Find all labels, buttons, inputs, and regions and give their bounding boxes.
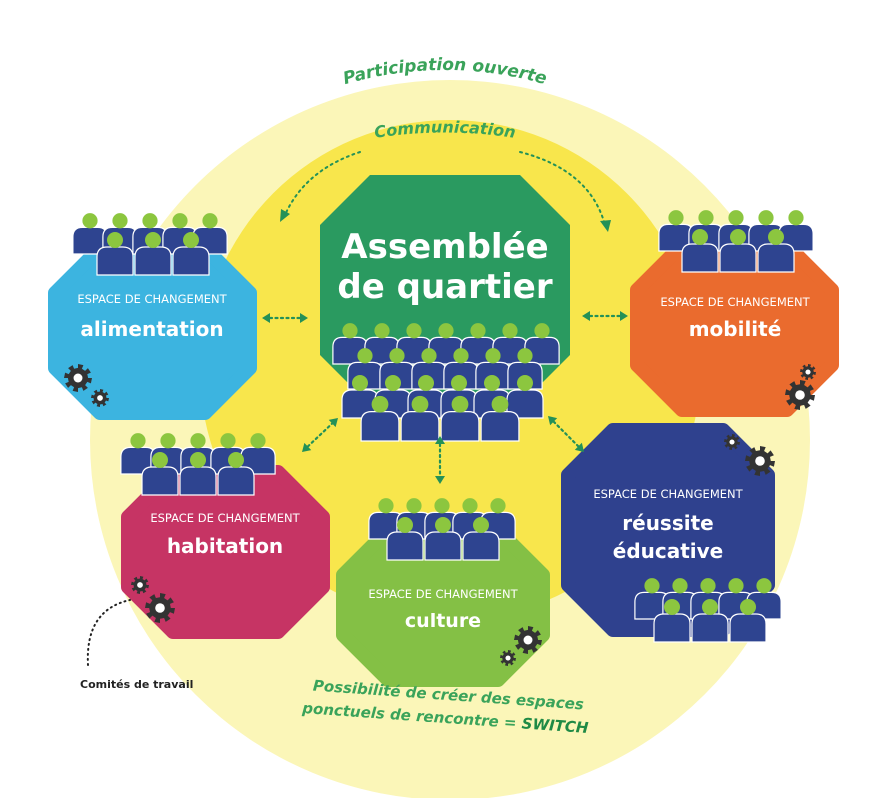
- person-icon: [120, 433, 156, 475]
- communication-arrow-left: [284, 151, 361, 216]
- gear-icon: [514, 626, 542, 654]
- space-name-alimentation: alimentation: [80, 317, 223, 341]
- space-caption-mobilite: ESPACE DE CHANGEMENT: [660, 295, 810, 309]
- person-icon: [134, 232, 172, 276]
- gear-icon: [131, 576, 149, 594]
- person-icon: [480, 395, 520, 442]
- space-block-habitation: ESPACE DE CHANGEMENT habitation: [121, 465, 330, 639]
- person-icon: [217, 452, 255, 496]
- gear-icon: [500, 650, 516, 666]
- people-group-culture: [368, 498, 516, 561]
- arrow-assembly-mobilite: [582, 311, 628, 321]
- person-icon: [653, 599, 691, 643]
- assembly-title-line1: Assemblée: [341, 227, 548, 267]
- space-octagon-culture: [336, 523, 550, 687]
- person-icon: [400, 395, 440, 442]
- arrow-assembly-habitation: [302, 418, 338, 452]
- person-icon: [386, 517, 424, 561]
- person-icon: [718, 578, 754, 620]
- people-group-mobilite: [658, 210, 814, 273]
- person-icon: [681, 229, 719, 273]
- person-icon: [729, 599, 767, 643]
- space-name-culture: culture: [405, 610, 481, 632]
- space-block-mobilite: ESPACE DE CHANGEMENT mobilité: [630, 238, 839, 417]
- arrow-assembly-reussite: [548, 416, 584, 452]
- person-icon: [691, 599, 729, 643]
- assembly-title-line2: de quartier: [337, 267, 552, 307]
- people-group-habitation: [120, 433, 276, 496]
- person-icon: [179, 452, 217, 496]
- gear-icon: [91, 389, 109, 407]
- space-octagon-alimentation: [48, 241, 257, 420]
- people-group-assembly: [332, 323, 560, 442]
- arrow-assembly-alimentation: [262, 313, 308, 323]
- person-icon: [524, 323, 560, 365]
- arrow-assembly-culture: [435, 436, 445, 484]
- space-caption-reussite: ESPACE DE CHANGEMENT: [593, 487, 743, 501]
- person-icon: [96, 232, 134, 276]
- space-octagon-mobilite: [630, 238, 839, 417]
- person-icon: [658, 210, 694, 252]
- person-icon: [240, 433, 276, 475]
- space-name-reussite: réussite: [622, 511, 713, 535]
- person-icon: [141, 452, 179, 496]
- person-icon: [462, 517, 500, 561]
- space-name-mobilite: mobilité: [689, 317, 782, 341]
- space-caption-culture: ESPACE DE CHANGEMENT: [368, 587, 518, 601]
- person-icon: [757, 229, 795, 273]
- person-icon: [341, 375, 379, 419]
- space-octagon-habitation: [121, 465, 330, 639]
- person-icon: [506, 375, 544, 419]
- gear-icon: [800, 364, 816, 380]
- person-icon: [746, 578, 782, 620]
- comites-label: Comités de travail: [80, 678, 193, 691]
- space-name-habitation: habitation: [167, 534, 283, 558]
- space-name2-reussite: éducative: [613, 539, 724, 563]
- people-group-alimentation: [72, 213, 228, 276]
- space-block-alimentation: ESPACE DE CHANGEMENT alimentation: [48, 241, 257, 420]
- comites-dotted-line: [86, 599, 131, 666]
- gear-icon: [745, 446, 775, 476]
- gear-icon: [145, 593, 175, 623]
- person-icon: [440, 395, 480, 442]
- switch-keyword: SWITCH: [521, 714, 589, 737]
- gear-icon: [724, 434, 740, 450]
- gear-icon: [64, 364, 92, 392]
- person-icon: [480, 498, 516, 540]
- person-icon: [172, 232, 210, 276]
- people-group-reussite: [634, 578, 782, 643]
- person-icon: [634, 578, 670, 620]
- space-block-culture: ESPACE DE CHANGEMENT culture: [336, 523, 550, 687]
- communication-arrow-right: [519, 151, 606, 226]
- space-caption-alimentation: ESPACE DE CHANGEMENT: [77, 292, 227, 306]
- person-icon: [360, 395, 400, 442]
- person-icon: [424, 517, 462, 561]
- person-icon: [719, 229, 757, 273]
- space-caption-habitation: ESPACE DE CHANGEMENT: [150, 511, 300, 525]
- gear-icon: [785, 380, 815, 410]
